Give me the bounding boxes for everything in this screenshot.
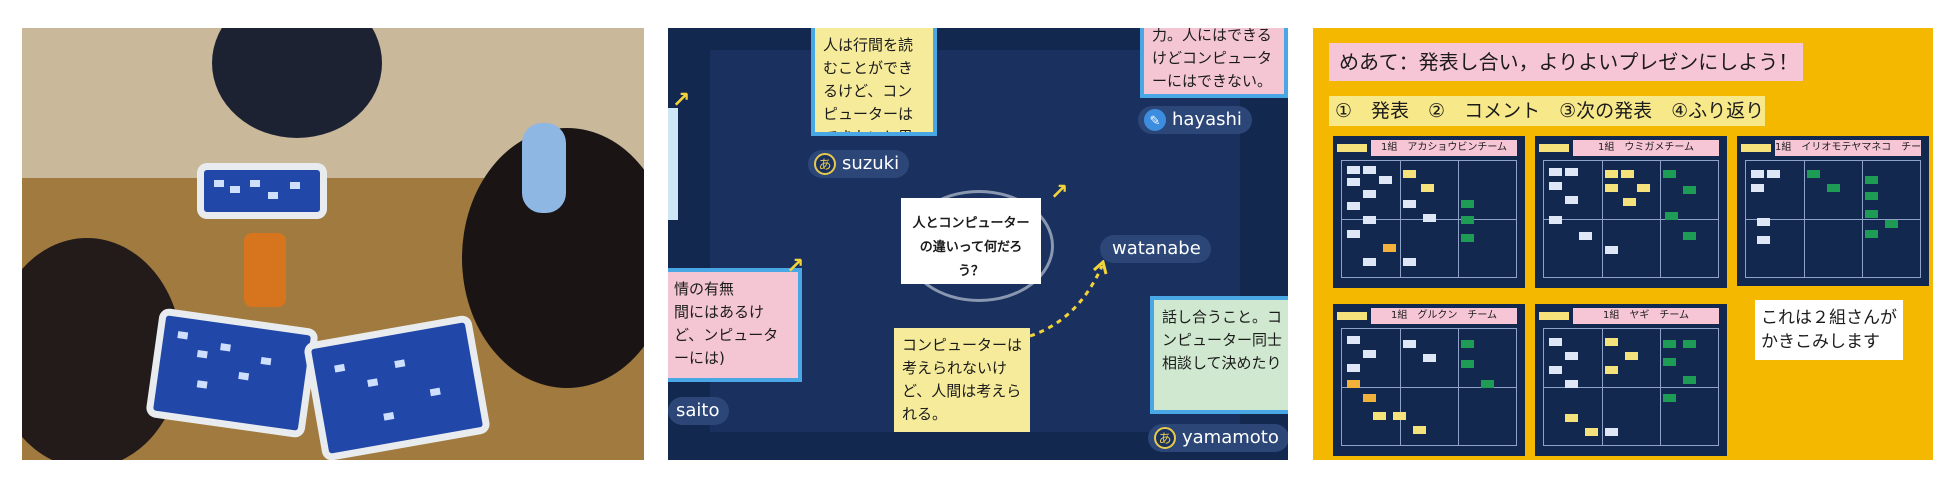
steps-banner: ① 発表 ② コメント ③次の発表 ④ふり返り	[1329, 96, 1765, 126]
team-card: 1組 ウミガメチーム	[1535, 136, 1727, 288]
team-tag	[1337, 312, 1367, 320]
left-edge-note	[668, 108, 678, 220]
user-icon: あ	[814, 153, 836, 175]
arrow-icon: ↗	[1050, 180, 1069, 205]
arrow-icon: ↗	[672, 88, 691, 113]
name-label: yamamoto	[1182, 427, 1279, 448]
team-grid	[1543, 160, 1719, 278]
team-card: 1組 イリオモテヤマネコ チーム	[1737, 136, 1929, 286]
team-tag	[1539, 312, 1569, 320]
center-question-card: 人とコンピューターの違いって何だろう？	[901, 198, 1041, 284]
team-card: 1組 ヤギ チーム	[1535, 304, 1727, 456]
team-label: 1組 イリオモテヤマネコ チーム	[1775, 140, 1921, 156]
name-tag-watanabe: watanabe	[1100, 235, 1211, 263]
name-tag-yamamoto: あ yamamoto	[1148, 424, 1288, 452]
team-tag	[1741, 144, 1771, 152]
tablet-top	[197, 163, 327, 219]
name-label: suzuki	[842, 153, 900, 174]
goal-banner: めあて：発表し合い，よりよいプレゼンにしよう！	[1329, 43, 1803, 81]
team-label: 1組 ウミガメチーム	[1573, 140, 1719, 156]
presentation-board: めあて：発表し合い，よりよいプレゼンにしよう！ ① 発表 ② コメント ③次の発…	[1313, 28, 1933, 460]
team-label: 1組 アカショウビンチーム	[1371, 140, 1517, 156]
dashed-connector	[1029, 260, 1108, 338]
pencil-icon: ✎	[1144, 109, 1166, 131]
pencil-cup	[244, 233, 286, 307]
tablet-left	[145, 307, 319, 439]
note-hayashi: 力。人にはできるけどコンピューターにはできない。	[1140, 28, 1288, 98]
team-label: 1組 グルクン チーム	[1371, 308, 1517, 324]
name-label: saito	[676, 400, 720, 421]
note-saito: 情の有無 間にはあるけど、ンピューターには)	[668, 268, 802, 382]
name-tag-suzuki: あ suzuki	[808, 150, 910, 178]
name-label: watanabe	[1112, 238, 1201, 259]
team-card: 1組 アカショウビンチーム	[1333, 136, 1525, 288]
arrow-icon: ↗	[786, 254, 805, 279]
hair-bow	[522, 123, 566, 213]
user-icon: あ	[1154, 427, 1176, 449]
note-right: 話し合うこと。コンピューター同士相談して決めたり	[1150, 296, 1288, 414]
whiteboard-screen: 人は行間を読むことができるけど、コンピューターはできないと思いま あ suzuk…	[668, 28, 1288, 460]
team-grid	[1543, 328, 1719, 446]
team-card: 1組 グルクン チーム	[1333, 304, 1525, 456]
team-tag	[1539, 144, 1569, 152]
team-grid	[1341, 328, 1517, 446]
team-grid	[1745, 160, 1921, 278]
name-label: hayashi	[1172, 109, 1242, 130]
classroom-photo	[22, 28, 644, 460]
note-center-bottom: コンピューターは考えられないけど、人間は考えられる。	[894, 328, 1030, 432]
note-suzuki: 人は行間を読むことができるけど、コンピューターはできないと思いま	[811, 28, 937, 136]
team-tag	[1337, 144, 1367, 152]
name-tag-saito: saito	[668, 397, 730, 425]
memo-card: これは２組さんがかきこみします	[1755, 300, 1903, 360]
team-label: 1組 ヤギ チーム	[1573, 308, 1719, 324]
name-tag-hayashi: ✎ hayashi	[1138, 106, 1252, 134]
